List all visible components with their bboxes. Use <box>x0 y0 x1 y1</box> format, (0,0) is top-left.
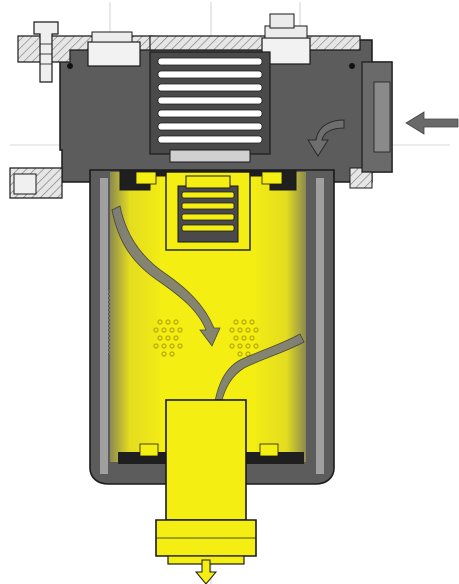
perforation-dots-right <box>229 319 259 357</box>
o-ring-head-right <box>349 63 355 69</box>
mounting-bolt-left <box>33 21 59 83</box>
inlet-port-bore <box>373 81 391 153</box>
flange-stud-left <box>13 173 37 195</box>
inner-valve-plug <box>185 175 231 189</box>
flow-path-left <box>111 205 221 347</box>
top-cap-insert-right <box>261 171 283 185</box>
perforation-dots-left <box>153 319 183 357</box>
spring-seat <box>169 149 251 163</box>
bottom-cap-insert-right <box>259 443 279 457</box>
arrow-down-icon <box>194 559 218 584</box>
cover-recess-left <box>87 41 141 67</box>
outlet-tube-upper <box>165 399 247 521</box>
top-cap-insert-left <box>135 171 157 185</box>
inlet-flow-arrow <box>307 119 345 157</box>
arrow-left-icon <box>405 111 459 135</box>
bottom-cap-insert-left <box>139 443 159 457</box>
head-bolt-top <box>269 13 295 29</box>
outlet-tube <box>155 399 257 565</box>
o-ring-head-left <box>67 63 73 69</box>
cover-top-boss-left <box>91 31 133 43</box>
bowl-inner-wall-right <box>316 178 324 474</box>
spring-coils <box>157 57 263 144</box>
bypass-valve <box>149 51 345 163</box>
head-top-section-mid <box>149 35 361 51</box>
element-outer-right <box>250 172 306 462</box>
bowl-inner-wall-left <box>100 178 108 474</box>
inner-spring-coils <box>181 191 235 232</box>
